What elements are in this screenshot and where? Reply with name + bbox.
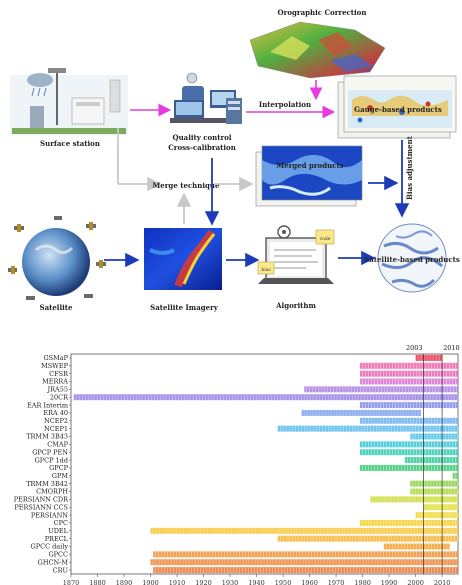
dataset-label: CPC bbox=[54, 519, 68, 527]
satellite-imagery-image bbox=[144, 228, 222, 290]
x-tick-label: 2000 bbox=[407, 579, 424, 585]
x-tick-label: 1940 bbox=[248, 579, 265, 585]
orographic-correction-label: Orographic Correction bbox=[278, 8, 367, 17]
merge-technique-label: Merge technique bbox=[153, 181, 220, 190]
bar-udel bbox=[150, 527, 458, 534]
x-tick-label: 1970 bbox=[328, 579, 345, 585]
gauge-based-label: Gauge-based products bbox=[354, 105, 442, 114]
x-tick-label: 2010 bbox=[434, 579, 451, 585]
dataset-label: JRA55 bbox=[47, 386, 68, 394]
dataset-label: MSWEP bbox=[41, 362, 69, 370]
bar-ghcn-m bbox=[150, 559, 458, 566]
dataset-label: MERRA bbox=[42, 378, 68, 386]
dataset-label: UDEL bbox=[48, 527, 68, 535]
surface-station-image bbox=[10, 68, 128, 135]
satellite-based-globe-image bbox=[377, 223, 447, 293]
bias-adjustment-label: Bias adjustment bbox=[405, 135, 414, 200]
dataset-label: PERSIANN bbox=[31, 511, 68, 519]
quality-control-image bbox=[170, 72, 242, 124]
dataset-label: CFSR bbox=[49, 370, 69, 378]
surface-station-label: Surface station bbox=[40, 139, 100, 148]
cross-calibration-label: Cross-calibration bbox=[168, 143, 236, 152]
timeline-markers: 2003 2010 bbox=[406, 344, 460, 574]
bar-jra55 bbox=[304, 386, 458, 393]
orographic-terrain-image bbox=[249, 21, 386, 79]
dataset-label: PRECL bbox=[45, 535, 69, 543]
satellite-imagery-label: Satellite Imagery bbox=[150, 303, 219, 312]
x-tick-label: 1930 bbox=[222, 579, 239, 585]
bar-persiann bbox=[415, 512, 458, 519]
dataset-label: GPCP PEN bbox=[32, 448, 68, 456]
bar-trmm-3b42 bbox=[410, 480, 458, 487]
merged-products-label: Merged products bbox=[276, 161, 343, 170]
merged-products-map bbox=[255, 145, 363, 207]
marker-label-2003: 2003 bbox=[406, 344, 423, 352]
timeline-x-ticks: 1870 1880 1890 1900 1910 1920 1930 1940 1950 1960… bbox=[63, 574, 451, 585]
bar-precl bbox=[277, 535, 458, 542]
bar-cpc bbox=[359, 519, 458, 526]
x-tick-label: 1870 bbox=[63, 579, 80, 585]
dataset-label: CMAP bbox=[47, 441, 68, 449]
dataset-label: PERSIANN CDR bbox=[14, 496, 69, 504]
dataset-label: ERA 40 bbox=[43, 409, 68, 417]
dataset-label: GPM bbox=[52, 472, 69, 480]
bar-cmorph bbox=[410, 488, 458, 495]
dataset-label: PERSIANN CCS bbox=[14, 503, 68, 511]
bar-ncep2 bbox=[359, 417, 458, 424]
x-tick-label: 1920 bbox=[195, 579, 212, 585]
dataset-label: EAR Interim bbox=[27, 401, 68, 409]
algorithm-note-code: code bbox=[320, 236, 331, 242]
satellite-earth-image bbox=[8, 216, 106, 300]
x-tick-label: 1890 bbox=[116, 579, 133, 585]
bar-mswep bbox=[359, 362, 458, 369]
dataset-label: TRMM 3B43 bbox=[26, 433, 68, 441]
bar-20cr bbox=[73, 394, 458, 401]
plot-frame bbox=[70, 353, 459, 575]
x-tick-label: 1990 bbox=[381, 579, 398, 585]
bar-persiann-cdr bbox=[370, 496, 458, 503]
timeline-frame bbox=[70, 353, 459, 575]
bar-gsmap bbox=[415, 354, 443, 361]
dataset-label: CRU bbox=[53, 566, 69, 574]
dataset-label: GPCP 1dd bbox=[35, 456, 68, 464]
dataset-label: CMORPH bbox=[36, 488, 68, 496]
dataset-label: GPCC daily bbox=[31, 543, 69, 551]
bar-gpcp bbox=[359, 464, 458, 471]
x-tick-label: 1910 bbox=[169, 579, 186, 585]
bar-merra bbox=[359, 378, 458, 385]
algorithm-note-bias: bias bbox=[261, 267, 271, 273]
dataset-label: GHCN-M bbox=[38, 558, 69, 566]
bar-ncep1 bbox=[277, 425, 458, 432]
dataset-label: 20CR bbox=[50, 393, 69, 401]
bar-cmap bbox=[359, 441, 458, 448]
x-tick-label: 1900 bbox=[142, 579, 159, 585]
dataset-label: GPCC bbox=[48, 551, 68, 559]
flow-diagram: Orographic Correction Surface station Qu… bbox=[8, 8, 460, 312]
quality-control-label: Quality control bbox=[172, 133, 231, 142]
dataset-label: GPCP bbox=[49, 464, 69, 472]
bar-trmm-3b43 bbox=[410, 433, 458, 440]
x-tick-label: 1950 bbox=[275, 579, 292, 585]
bar-gpcp-pen bbox=[359, 449, 458, 456]
x-tick-label: 1980 bbox=[354, 579, 371, 585]
x-tick-label: 1960 bbox=[301, 579, 318, 585]
bar-cfsr bbox=[359, 370, 458, 377]
dataset-label: TRMM 3B42 bbox=[26, 480, 68, 488]
algorithm-label: Algorithm bbox=[275, 301, 316, 310]
gauge-based-map bbox=[337, 75, 457, 139]
algorithm-laptop-image bbox=[257, 225, 335, 284]
dataset-label: NCEP2 bbox=[44, 417, 68, 425]
dataset-label: NCEP1 bbox=[44, 425, 68, 433]
bar-ear-interim bbox=[359, 402, 458, 409]
interpolation-label: Interpolation bbox=[259, 100, 311, 109]
bar-gpcc-daily bbox=[383, 543, 451, 550]
x-tick-label: 1880 bbox=[89, 579, 106, 585]
satellite-label: Satellite bbox=[40, 303, 73, 312]
satellite-based-label: Satellite-based products bbox=[364, 255, 460, 264]
dataset-label: GSMaP bbox=[43, 354, 68, 362]
marker-label-2010: 2010 bbox=[443, 344, 460, 352]
timeline-bars bbox=[73, 354, 459, 574]
